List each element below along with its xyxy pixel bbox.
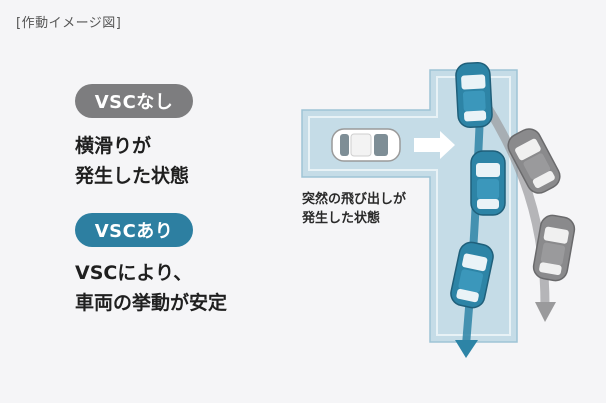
vsc-off-line-2: 発生した状態	[75, 165, 190, 187]
crossing-arrow	[414, 131, 455, 159]
figure-caption: [作動イメージ図]	[16, 16, 122, 31]
road-inner-edge	[308, 76, 511, 336]
vsc-on-line-1: VSCにより、	[75, 262, 193, 284]
vsc-on-line-2: 車両の挙動が安定	[75, 292, 228, 314]
vsc-off-line-1: 横滑りが	[75, 135, 152, 157]
crossing-car	[331, 128, 401, 162]
stable-car-1	[454, 61, 494, 129]
skid-path-arrowhead	[535, 302, 556, 322]
vsc-on-badge: VSCあり	[75, 213, 193, 247]
stable-car-2	[470, 150, 506, 216]
vsc-on-description: VSCにより、 車両の挙動が安定	[75, 258, 227, 318]
scenario-line-1: 突然の飛び出しが	[302, 192, 407, 207]
scenario-note: 突然の飛び出しが 発生した状態	[302, 190, 406, 228]
scenario-line-2: 発生した状態	[302, 211, 381, 226]
vsc-path-arrowhead	[455, 340, 478, 358]
vsc-off-description: 横滑りが 発生した状態	[75, 131, 189, 191]
vsc-off-badge: VSCなし	[75, 84, 193, 118]
